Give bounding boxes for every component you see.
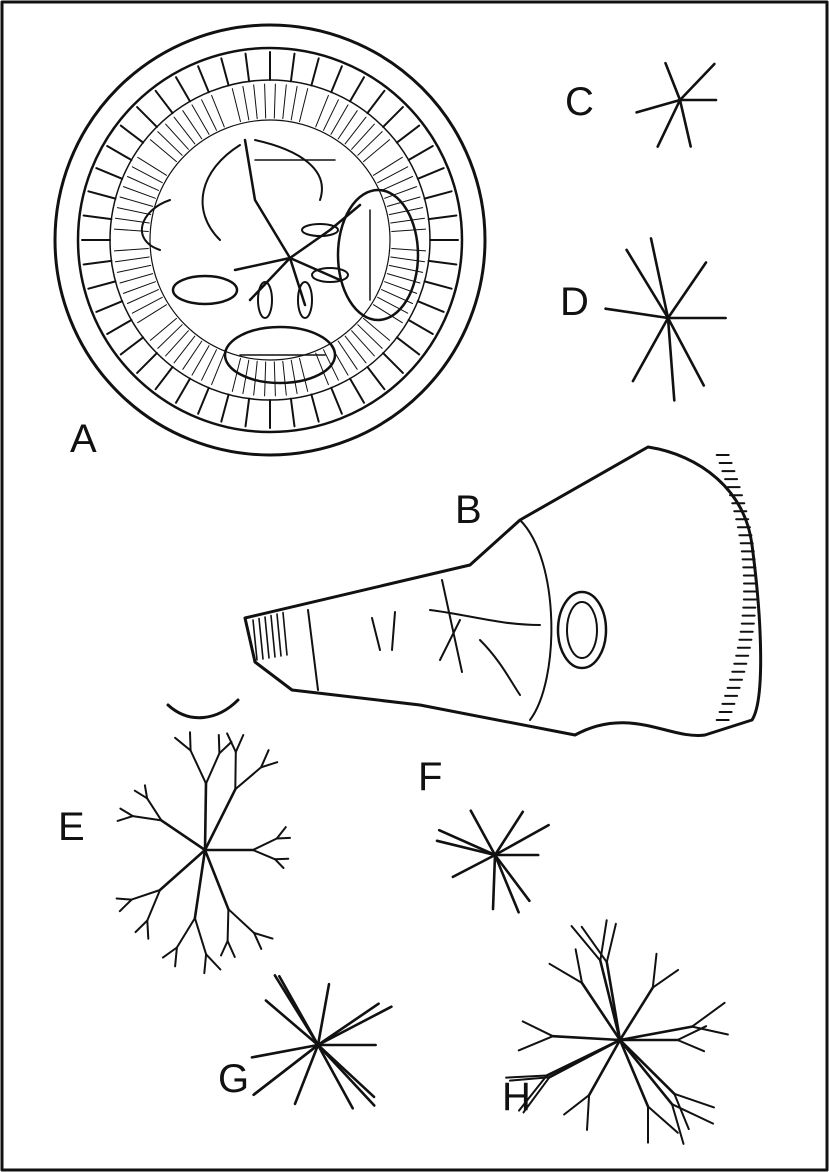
panel-a-right-lobe (338, 190, 418, 320)
panel-a-serrated-rim (82, 52, 458, 428)
panel-a-left-lobe (173, 276, 237, 304)
label-e: E (58, 805, 85, 849)
label-a: A (70, 417, 97, 461)
panel-h-stellate-cell (506, 920, 728, 1144)
panel-b-fragment (245, 447, 761, 735)
small-arc-mark (168, 700, 238, 718)
panel-g-stellate-cell (252, 975, 392, 1108)
panel-d-stellate-cell (606, 238, 726, 400)
label-d: D (560, 280, 589, 324)
label-h: H (502, 1075, 531, 1119)
label-f: F (418, 755, 442, 799)
panel-e-branching-cell (117, 732, 290, 973)
panel-c-stellate-cell (637, 63, 716, 146)
panel-a-small-ovals (258, 224, 348, 318)
panel-a-section (55, 25, 485, 455)
panel-b-left-ridges (253, 613, 287, 661)
label-b: B (455, 488, 482, 532)
panel-a-radial-hatching (114, 84, 425, 396)
panel-f-stellate-cell (437, 811, 549, 913)
label-c: C (565, 80, 594, 124)
label-g: G (218, 1057, 249, 1101)
panel-b-ridged-edge (717, 455, 756, 720)
panel-a-bead-rows (240, 160, 370, 355)
panel-a-upper-frond (142, 140, 322, 250)
